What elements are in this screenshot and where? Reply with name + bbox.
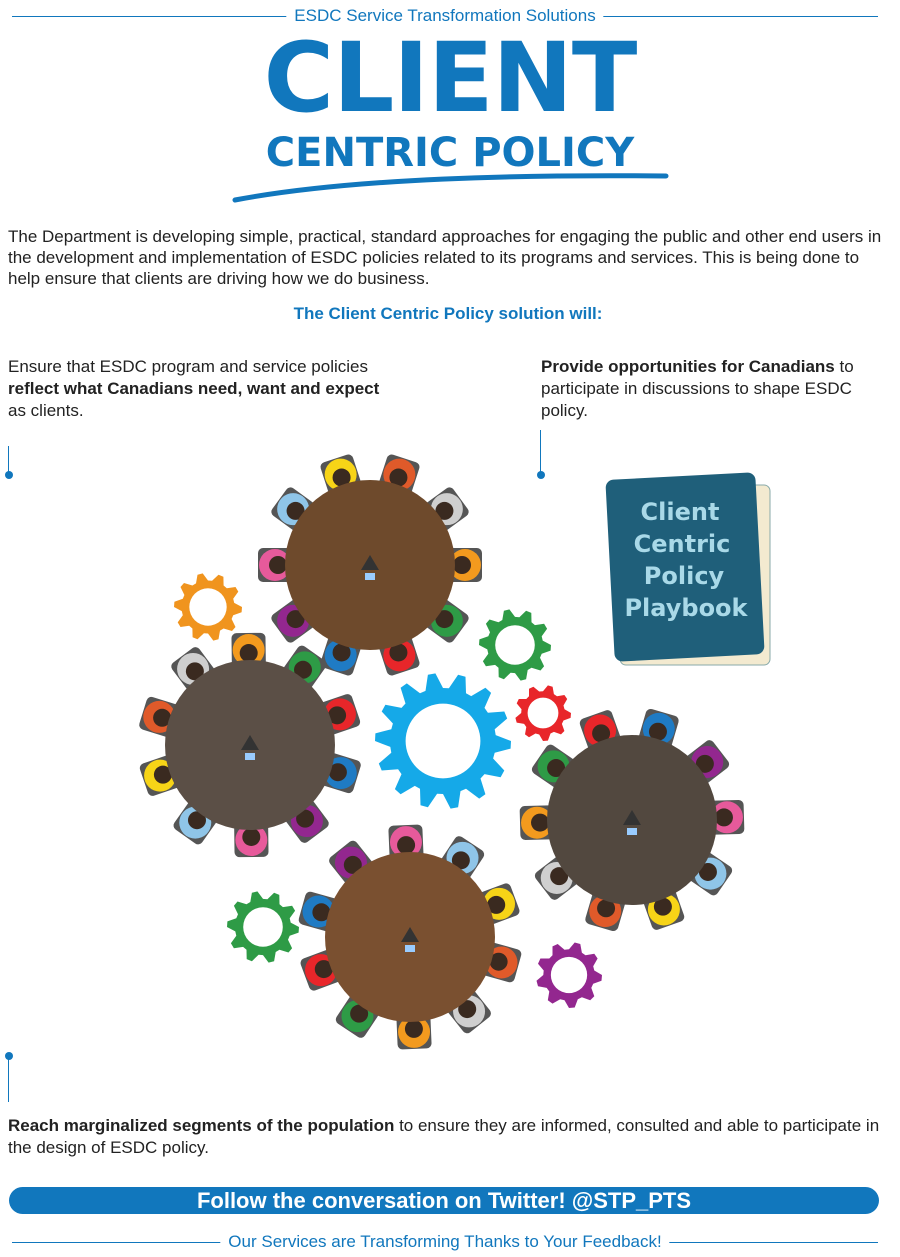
conference-phone	[361, 555, 379, 570]
person-head	[239, 644, 258, 663]
person-head	[312, 903, 331, 922]
person-head	[489, 952, 508, 971]
intro-block: The Department is developing simple, pra…	[8, 226, 888, 324]
conference-phone	[623, 810, 641, 825]
gear-icon-green	[227, 891, 299, 963]
gear-hole	[527, 697, 559, 729]
person-head	[314, 960, 333, 979]
person-head	[397, 836, 416, 855]
meeting-table-group	[519, 708, 745, 932]
person-head	[332, 468, 351, 487]
person-head	[695, 754, 714, 773]
person-head	[404, 1019, 423, 1038]
connector-dot	[537, 471, 545, 479]
person-head	[451, 851, 470, 870]
person-head	[435, 610, 454, 629]
person-head	[286, 501, 305, 520]
book-title-line: Centric	[634, 530, 731, 558]
meeting-table-group	[139, 632, 361, 858]
point-marginalized: Reach marginalized segments of the popul…	[8, 1115, 888, 1159]
point-text: Ensure that ESDC program and service pol…	[8, 357, 368, 376]
gear-hole	[550, 956, 588, 994]
gear-hole	[189, 588, 227, 626]
point-text: to participate in discussions to shape E…	[541, 357, 854, 420]
person-head	[343, 855, 362, 874]
person-head	[389, 643, 408, 662]
person-head	[187, 811, 206, 830]
point-opportunities: Provide opportunities for Canadians to p…	[541, 356, 881, 422]
person-head	[531, 813, 550, 832]
person-head	[648, 722, 667, 741]
footer-rule: Our Services are Transforming Thanks to …	[12, 1232, 878, 1252]
person-head	[153, 765, 172, 784]
page-title: CLIENT	[263, 22, 638, 134]
connector-line	[8, 1056, 9, 1102]
gear-hole	[495, 625, 535, 665]
person-head	[592, 724, 611, 743]
gear-hole	[405, 703, 481, 779]
header-kicker: ESDC Service Transformation Solutions	[286, 6, 604, 26]
conference-phone	[241, 735, 259, 750]
point-bold: Provide opportunities for Canadians	[541, 357, 835, 376]
person-head	[286, 610, 305, 629]
meeting-table-group	[298, 824, 522, 1050]
playbook-book: Client Centric Policy Playbook	[605, 472, 771, 666]
book-title-line: Playbook	[624, 594, 748, 622]
twitter-banner[interactable]: Follow the conversation on Twitter! @STP…	[9, 1187, 879, 1214]
title-swoosh	[232, 173, 668, 203]
person-head	[698, 862, 717, 881]
header-rule: ESDC Service Transformation Solutions	[12, 6, 878, 26]
person-head	[653, 897, 672, 916]
book-title-line: Client	[641, 498, 720, 526]
person-head	[597, 899, 616, 918]
point-bold: reflect what Canadians need, want and ex…	[8, 379, 380, 398]
person-head	[453, 556, 471, 574]
gear-icon-green	[479, 609, 551, 681]
point-text: as clients.	[8, 401, 84, 420]
person-head	[458, 1000, 477, 1019]
phone-screen	[245, 753, 255, 760]
person-head	[389, 468, 408, 487]
connector-dot	[5, 1052, 13, 1060]
conference-phone	[401, 927, 419, 942]
person-head	[332, 643, 351, 662]
meeting-illustration: Client Centric Policy Playbook	[139, 454, 771, 1050]
phone-screen	[405, 945, 415, 952]
person-head	[294, 660, 313, 679]
gear-icon-blue	[375, 673, 511, 809]
connector-line	[540, 430, 541, 474]
person-head	[547, 759, 566, 778]
connector-line	[8, 446, 9, 474]
gear-hole	[243, 907, 283, 947]
person-head	[242, 827, 261, 846]
person-head	[435, 501, 454, 520]
person-head	[714, 808, 733, 827]
person-head	[269, 556, 287, 574]
person-head	[328, 706, 347, 725]
point-needs: Ensure that ESDC program and service pol…	[8, 356, 388, 422]
person-head	[350, 1004, 369, 1023]
point-text: to ensure they are informed, consulted a…	[8, 1116, 880, 1157]
gear-icon-red	[515, 685, 571, 741]
person-head	[185, 662, 204, 681]
person-head	[296, 809, 315, 828]
phone-screen	[627, 828, 637, 835]
title-block: CLIENT CENTRIC POLICY	[0, 30, 900, 206]
person-head	[550, 867, 569, 886]
meeting-table-group	[258, 454, 482, 676]
person-head	[487, 895, 506, 914]
point-bold: Reach marginalized segments of the popul…	[8, 1116, 395, 1135]
solution-heading: The Client Centric Policy solution will:	[293, 304, 603, 323]
intro-paragraph: The Department is developing simple, pra…	[8, 227, 882, 288]
connector-dot	[5, 471, 13, 479]
page-subtitle: CENTRIC POLICY	[265, 130, 635, 176]
gear-icon-orange	[174, 573, 242, 641]
phone-screen	[365, 573, 375, 580]
person-head	[328, 763, 347, 782]
gear-icon-purple	[536, 942, 602, 1008]
book-title-line: Policy	[644, 562, 725, 590]
person-head	[153, 708, 172, 727]
footer-tagline: Our Services are Transforming Thanks to …	[220, 1232, 670, 1252]
